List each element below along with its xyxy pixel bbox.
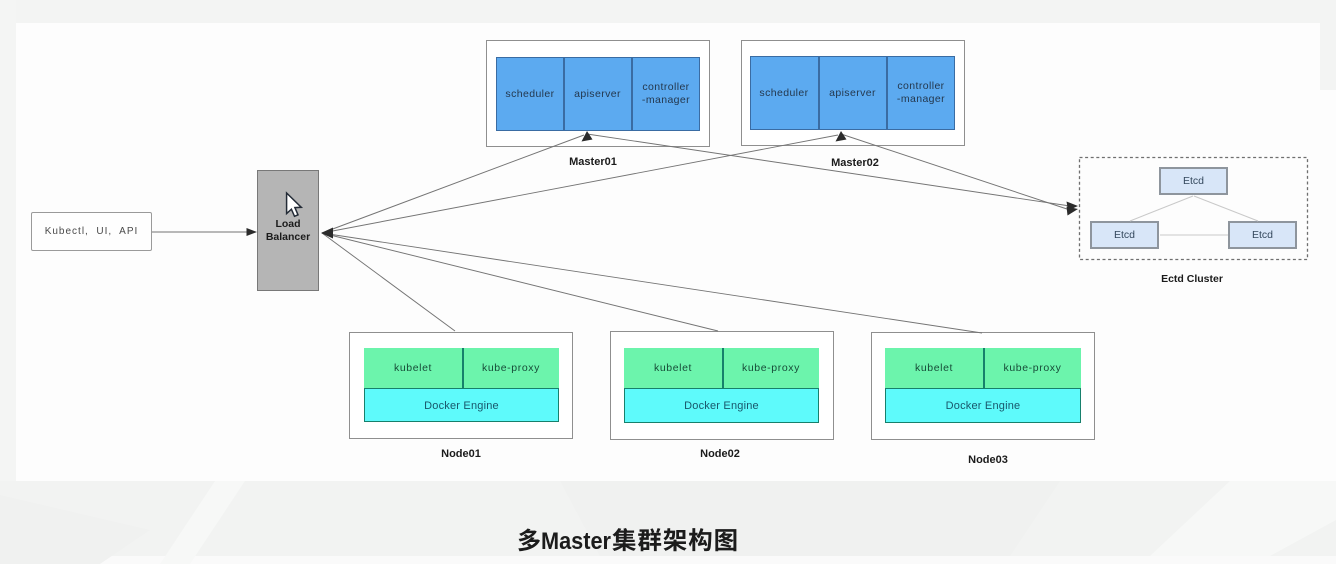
- svg-text:Master: Master: [541, 528, 611, 555]
